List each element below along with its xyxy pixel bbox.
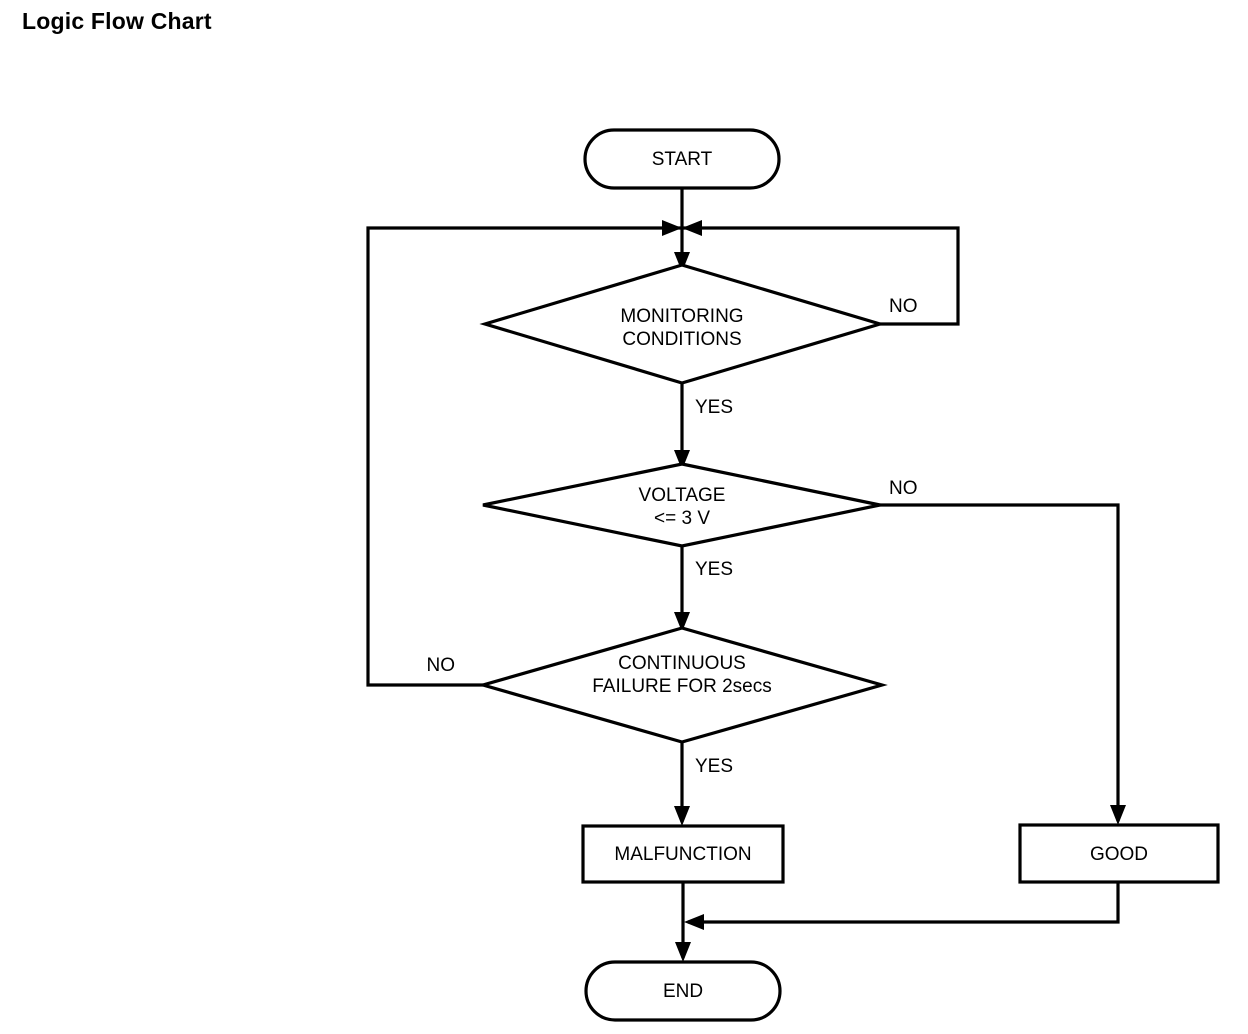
- edge-label-no-voltage: NO: [889, 478, 918, 499]
- arrowhead-down-malfunction: [674, 806, 690, 826]
- arrowhead-right-junction-left: [662, 220, 682, 236]
- page-title: Logic Flow Chart: [22, 8, 212, 34]
- node-continuous-failure: CONTINUOUS FAILURE FOR 2secs: [477, 626, 888, 744]
- continuous-failure-label-line2: FAILURE FOR 2secs: [592, 676, 772, 697]
- end-shape: [584, 960, 782, 1022]
- edge-label-yes-monitoring: YES: [695, 397, 733, 418]
- edge-voltage-yes: YES: [674, 546, 733, 632]
- node-good: GOOD: [1018, 823, 1220, 884]
- edge-malfunction-to-end: [675, 882, 691, 962]
- node-malfunction: MALFUNCTION: [581, 824, 785, 884]
- edge-continuous-yes: YES: [674, 742, 733, 826]
- edge-label-no-continuous: NO: [427, 655, 456, 676]
- continuous-failure-label-line1: CONTINUOUS: [618, 653, 746, 674]
- node-voltage: VOLTAGE <= 3 V: [482, 462, 881, 548]
- malfunction-shape: [581, 824, 785, 884]
- edge-voltage-no: NO: [880, 478, 1126, 825]
- node-monitoring-conditions: MONITORING CONDITIONS: [479, 263, 886, 385]
- malfunction-label: MALFUNCTION: [614, 844, 751, 865]
- node-start: START: [583, 128, 781, 190]
- node-end: END: [584, 960, 782, 1022]
- edge-monitoring-no-feedback: NO: [682, 220, 960, 326]
- edge-label-yes-continuous: YES: [695, 756, 733, 777]
- arrowhead-down-monitoring: [674, 252, 690, 272]
- start-label: START: [652, 149, 713, 170]
- voltage-label-line2: <= 3 V: [654, 508, 710, 529]
- arrowhead-left-merge: [684, 914, 704, 930]
- edge-monitoring-yes: YES: [674, 383, 733, 470]
- good-shape: [1018, 823, 1220, 884]
- edge-label-no-monitoring: NO: [889, 296, 918, 317]
- good-label: GOOD: [1090, 844, 1148, 865]
- arrowhead-down-good: [1110, 805, 1126, 825]
- voltage-label-line1: VOLTAGE: [639, 485, 726, 506]
- monitoring-conditions-label-line2: CONDITIONS: [622, 329, 741, 350]
- arrowhead-down-continuous: [674, 612, 690, 632]
- edge-label-yes-voltage: YES: [695, 559, 733, 580]
- edge-good-to-end: [684, 882, 1120, 930]
- edge-continuous-no-feedback: NO: [366, 220, 682, 687]
- end-label: END: [663, 981, 703, 1002]
- arrowhead-down-voltage: [674, 450, 690, 470]
- monitoring-conditions-label-line1: MONITORING: [620, 306, 743, 327]
- arrowhead-left-junction-right: [682, 220, 702, 236]
- arrowhead-down-end: [675, 942, 691, 962]
